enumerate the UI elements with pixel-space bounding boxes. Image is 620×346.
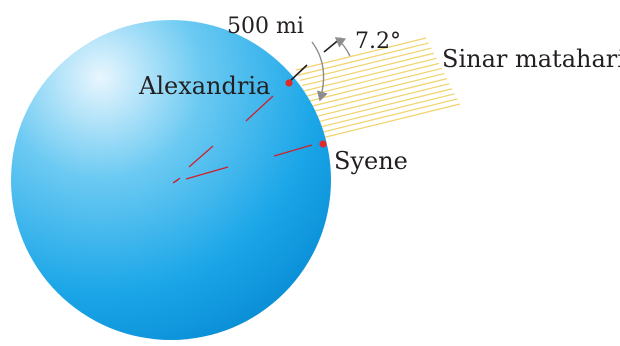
angle-label: 7.2° bbox=[355, 29, 401, 54]
sun-ray-line bbox=[321, 103, 461, 139]
syene-dot bbox=[319, 140, 327, 148]
sun-ray-line bbox=[313, 83, 450, 118]
sun-ray-line bbox=[311, 78, 448, 113]
radius-line-alexandria-segment-1 bbox=[245, 95, 274, 122]
sun-ray-line bbox=[307, 67, 442, 102]
sun-ray-line bbox=[315, 88, 453, 123]
sun-ray-line bbox=[305, 62, 440, 97]
radius-line-syene-segment-2 bbox=[185, 166, 229, 180]
radius-line-syene-segment-1 bbox=[273, 144, 313, 157]
radius-lines bbox=[172, 95, 313, 184]
radius-line-alexandria-segment-2 bbox=[188, 145, 214, 168]
sun-ray-line bbox=[299, 47, 432, 82]
sun-ray-line bbox=[309, 72, 445, 108]
sun-rays bbox=[295, 37, 461, 139]
alexandria-dot bbox=[285, 79, 293, 87]
syene-label: Syene bbox=[334, 147, 408, 175]
sun-ray-line bbox=[317, 93, 455, 129]
alexandria-label: Alexandria bbox=[138, 72, 270, 100]
sun-ray-line bbox=[303, 57, 437, 92]
sun-ray-line bbox=[295, 37, 427, 71]
zenith-line bbox=[287, 64, 308, 84]
angle-arc-arrow bbox=[334, 37, 351, 57]
sunlight-label: Sinar matahari bbox=[442, 45, 620, 73]
sun-ray-line bbox=[297, 42, 429, 76]
sun-ray-line bbox=[319, 98, 458, 134]
distance-label: 500 mi bbox=[227, 14, 304, 39]
center-apex bbox=[172, 177, 181, 184]
earth-globe bbox=[11, 20, 331, 340]
distance-arc-arrow bbox=[311, 41, 328, 102]
